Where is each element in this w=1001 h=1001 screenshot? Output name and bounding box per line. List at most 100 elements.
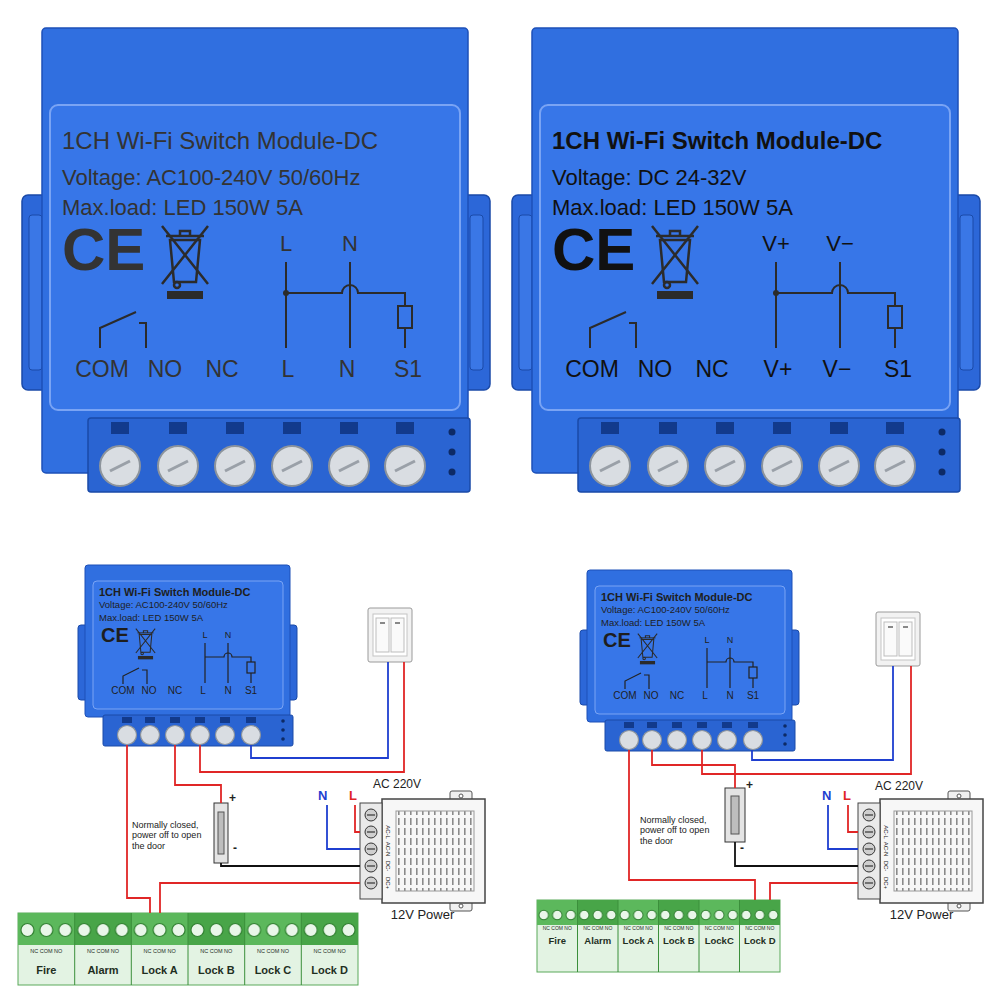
- pin-label: NC COM NO: [314, 948, 346, 954]
- channel-label: Lock D: [744, 936, 776, 947]
- terminal-label: NC: [670, 690, 684, 702]
- channel-label: Fire: [36, 964, 56, 977]
- terminal-label: NO: [644, 690, 659, 702]
- pin-label: NC COM NO: [200, 948, 232, 954]
- wire: [735, 842, 756, 866]
- terminal-label: S1: [884, 356, 912, 382]
- wire: [221, 863, 242, 866]
- ce-mark: CE: [552, 220, 635, 280]
- wire: [200, 662, 404, 772]
- schematic-label: N: [342, 231, 358, 256]
- polarity-label: -: [233, 842, 237, 856]
- voltage-spec: Voltage: AC100-240V 50/60Hz: [62, 165, 360, 190]
- access-controller-board: [739, 900, 740, 972]
- access-controller-board: [577, 900, 578, 972]
- wire-label: N: [822, 789, 831, 804]
- channel-label: Lock B: [198, 964, 235, 977]
- schematic-label: V−: [826, 231, 854, 256]
- access-controller-board: [658, 900, 659, 972]
- controller-channel: NC COM NOLock A: [131, 913, 188, 985]
- terminal-label: NO: [142, 685, 157, 697]
- load-spec: Max.load: LED 150W 5A: [99, 613, 203, 624]
- switch-module: 1CH Wi-Fi Switch Module-DCVoltage: AC100…: [42, 28, 468, 492]
- access-controller-board: [74, 913, 75, 985]
- door-lock-body: [218, 812, 224, 854]
- terminal-label: COM: [75, 356, 129, 382]
- terminal-label: L: [200, 685, 206, 697]
- wall-switch: [368, 608, 412, 662]
- access-controller-board: [618, 900, 619, 972]
- channel-label: Lock A: [142, 964, 178, 977]
- terminal-label: S1: [394, 356, 422, 382]
- pin-label: NC COM NO: [624, 926, 653, 932]
- terminal-label: N: [339, 356, 356, 382]
- switch-module-housing: [22, 28, 490, 492]
- ce-mark: CE: [603, 630, 631, 650]
- pin-label: NC COM NO: [705, 926, 734, 932]
- access-controller-board: [131, 913, 132, 985]
- terminal-label: N: [726, 690, 733, 702]
- load-spec: Max.load: LED 150W 5A: [62, 195, 303, 220]
- wire: [220, 795, 222, 803]
- access-controller-board: [699, 900, 700, 972]
- pin-label: NC COM NO: [543, 926, 572, 932]
- voltage-spec: Voltage: AC100-240V 50/60Hz: [99, 600, 228, 611]
- terminal-label: S1: [245, 685, 257, 697]
- terminal-label: NC: [168, 685, 182, 697]
- controller-channel: NC COM NOAlarm: [75, 913, 132, 985]
- access-controller-board: [537, 900, 780, 972]
- controller-channel: NC COM NOLockC: [699, 900, 740, 972]
- wire-connector: [652, 750, 735, 780]
- channel-label: Lock D: [311, 964, 348, 977]
- terminal-label: DC+: [385, 877, 392, 889]
- wire: [355, 805, 360, 832]
- wire-connector: [242, 865, 360, 867]
- wire-label: N: [318, 789, 327, 804]
- channel-label: Lock A: [623, 936, 654, 947]
- module-title: 1CH Wi-Fi Switch Module-DC: [552, 127, 882, 155]
- polarity-label: +: [746, 779, 753, 793]
- channel-label: Alarm: [584, 936, 611, 947]
- terminal-label: AC-N: [883, 842, 890, 857]
- supply-label: AC 220V: [875, 780, 923, 794]
- terminal-label: NO: [638, 356, 673, 382]
- ce-mark: CE: [62, 220, 145, 280]
- power-supply-body: [858, 791, 983, 911]
- controller-channel: NC COM NO Fire: [18, 913, 75, 985]
- ce-mark: CE: [101, 625, 129, 645]
- access-controller-board: [578, 900, 740, 972]
- switch-module: 1CH Wi-Fi Switch Module-DCVoltage: AC100…: [85, 565, 295, 745]
- schematic-label: N: [225, 630, 232, 640]
- controller-channel: NC COM NO Fire: [537, 900, 578, 972]
- terminal-label: DC+: [883, 877, 890, 889]
- wire: [327, 805, 360, 849]
- terminal-label: AC-N: [385, 842, 392, 857]
- wire-connector: [629, 750, 755, 900]
- wire: [251, 662, 388, 758]
- schematic-label: N: [727, 635, 734, 645]
- wire-connector: [175, 745, 221, 795]
- pin-label: NC COM NO: [87, 948, 119, 954]
- switch-module: 1CH Wi-Fi Switch Module-DCVoltage: DC 24…: [532, 28, 958, 492]
- controller-channel: NC COM NO Lock A: [618, 900, 659, 972]
- voltage-spec: Voltage: AC100-240V 50/60Hz: [601, 605, 730, 616]
- controller-channel: NC COM NO Alarm: [578, 900, 619, 972]
- wire-connector: [756, 865, 858, 867]
- terminal-label: S1: [747, 690, 759, 702]
- wire: [200, 662, 911, 866]
- controller-channel: NC COM NOLock C: [245, 913, 302, 985]
- terminal-label: DC-: [385, 861, 392, 872]
- door-lock-body: [214, 803, 228, 863]
- access-controller-board: [188, 913, 189, 985]
- pin-label: NC COM NO: [583, 926, 612, 932]
- channel-label: Lock C: [255, 964, 292, 977]
- pin-label: NC COM NO: [30, 948, 62, 954]
- controller-channel: NC COM NO Lock D: [301, 913, 358, 985]
- wire: [828, 805, 858, 849]
- switch-module-housing: [78, 565, 297, 746]
- door-lock: Normally closed, power off to open the d…: [128, 795, 242, 868]
- schematic-label: L: [280, 231, 292, 256]
- channel-label: Fire: [549, 936, 566, 947]
